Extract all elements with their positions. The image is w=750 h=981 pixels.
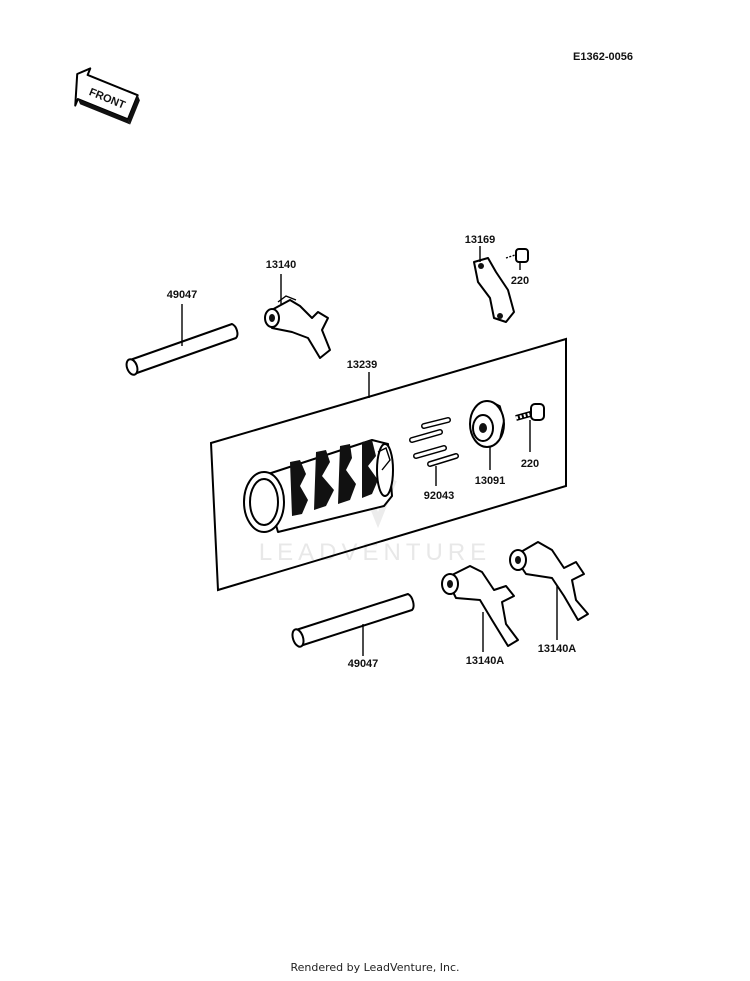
front-arrow-icon: FRONT — [74, 67, 140, 125]
shift-shaft-lower — [291, 593, 415, 656]
shift-drum-plate — [473, 246, 515, 323]
shift-shaft-upper — [125, 304, 239, 376]
shift-drum-cam — [469, 400, 505, 470]
callout-pins: 92043 — [424, 490, 455, 502]
callout-fork-lower-a: 13140A — [466, 655, 505, 667]
callout-shaft-lower: 49047 — [348, 658, 379, 670]
callout-fork-upper: 13140 — [266, 259, 297, 271]
callout-shaft-upper: 49047 — [167, 289, 198, 301]
diagram-code: E1362-0056 — [573, 51, 633, 63]
footer-credit: Rendered by LeadVenture, Inc. — [290, 961, 460, 974]
cam-bolt — [515, 403, 545, 452]
shift-drum — [243, 439, 394, 533]
shift-fork-lower-a — [441, 565, 519, 652]
drum-assembly-frame — [209, 337, 567, 592]
callout-drum-assy: 13239 — [347, 359, 378, 371]
shift-fork-lower-b — [509, 541, 589, 640]
callout-plate-bolt: 220 — [511, 275, 529, 287]
callout-cam-bolt: 220 — [521, 458, 539, 470]
callout-cam: 13091 — [475, 475, 506, 487]
drum-pins — [409, 417, 459, 486]
callout-plate: 13169 — [465, 234, 496, 246]
shift-fork-upper — [264, 274, 331, 359]
callout-fork-lower-b: 13140A — [538, 643, 577, 655]
plate-bolt — [505, 248, 529, 270]
